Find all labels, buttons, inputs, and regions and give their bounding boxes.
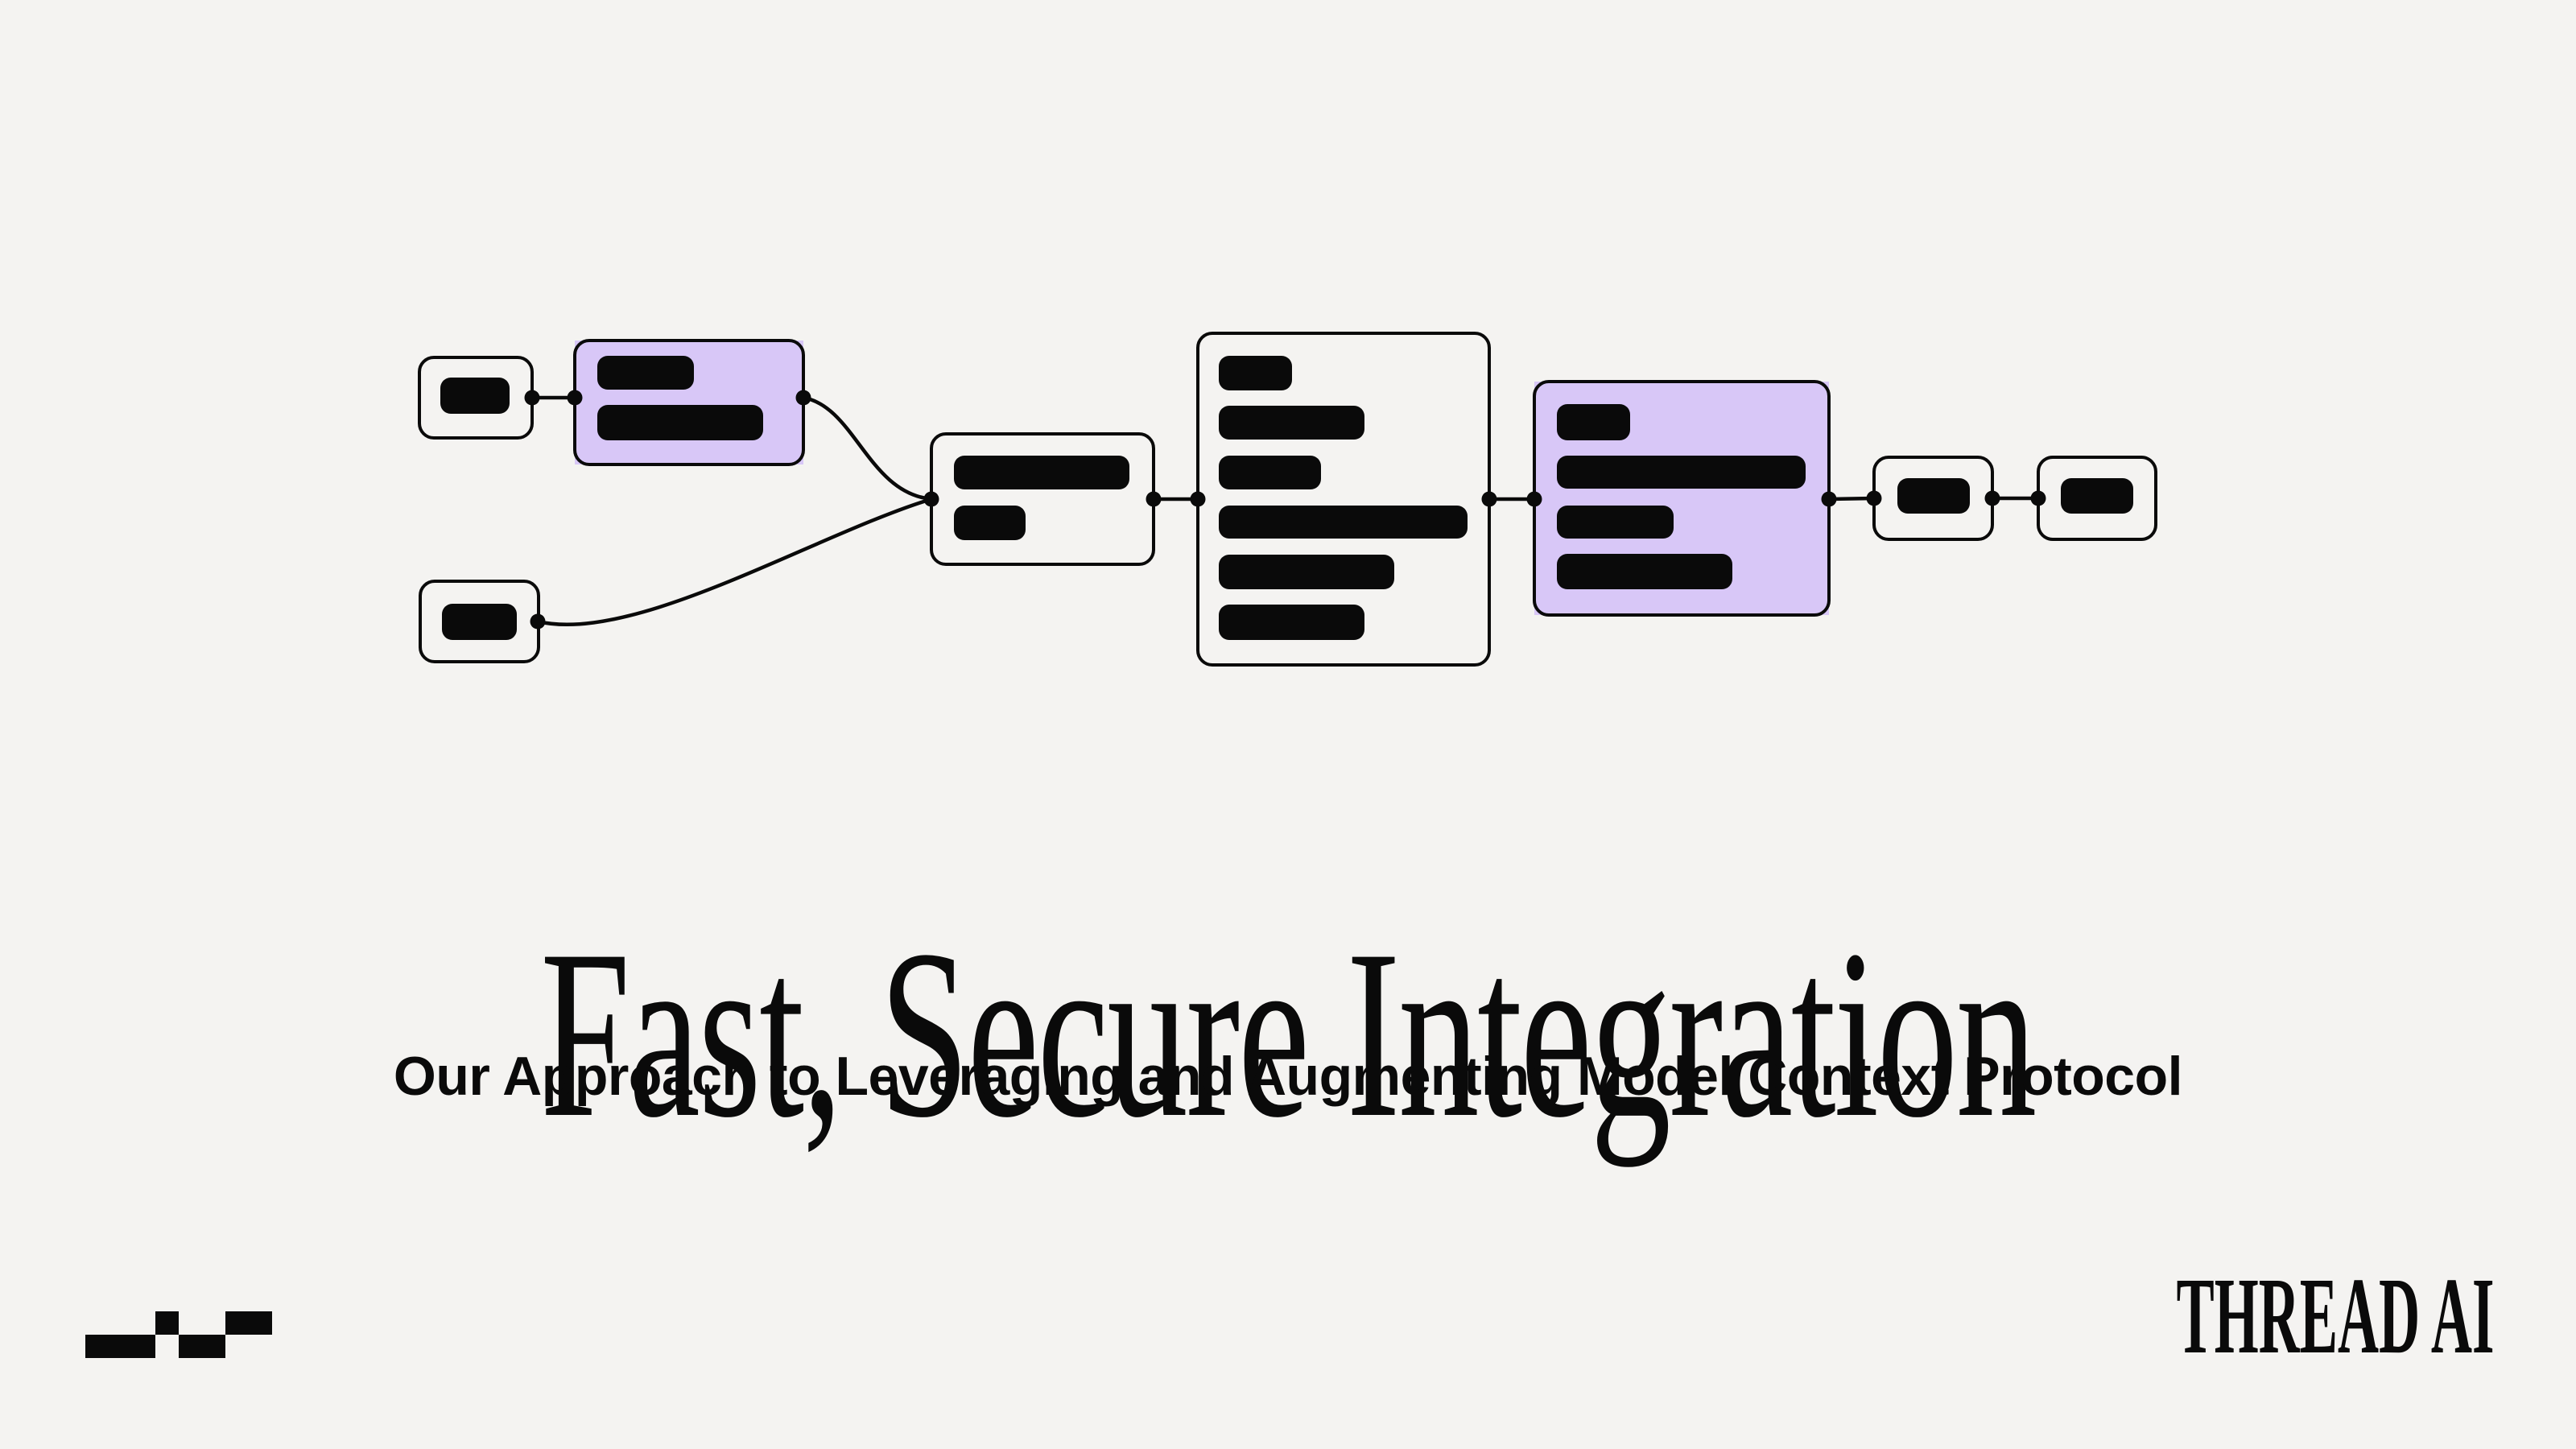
node-text-bar bbox=[1219, 506, 1468, 539]
flow-node-output-h bbox=[2037, 456, 2157, 541]
node-text-bar bbox=[1219, 456, 1321, 489]
flow-edge bbox=[537, 497, 932, 627]
flow-connector-dot bbox=[1146, 491, 1162, 507]
node-text-bar bbox=[597, 405, 763, 440]
node-border bbox=[930, 432, 1155, 566]
flow-node-input-c bbox=[419, 580, 540, 663]
flow-connector-dot bbox=[1984, 490, 2000, 506]
node-text-bar bbox=[1219, 555, 1394, 589]
flow-connector-dot bbox=[567, 390, 583, 406]
flow-connector-dot bbox=[1526, 491, 1542, 507]
node-text-bar bbox=[1557, 506, 1674, 539]
flow-connector-dot bbox=[2030, 490, 2046, 506]
node-text-bar bbox=[442, 604, 517, 640]
flow-connector-dot bbox=[1190, 491, 1206, 507]
flow-connector-dot bbox=[524, 390, 540, 406]
brand-wordmark-text: THREAD AI bbox=[2176, 1256, 2494, 1377]
page-title-text: Fast, Secure Integration bbox=[540, 900, 2037, 1167]
node-text-bar bbox=[1557, 554, 1732, 589]
flow-connector-dot bbox=[1821, 491, 1837, 507]
node-text-bar bbox=[1557, 404, 1630, 440]
pixel-logo-cell bbox=[85, 1335, 155, 1358]
node-text-bar bbox=[1897, 478, 1970, 514]
flow-node-step-d bbox=[930, 432, 1155, 566]
flow-connector-dot bbox=[923, 491, 939, 507]
node-text-bar bbox=[597, 356, 694, 390]
pixel-logo-cell bbox=[179, 1335, 225, 1358]
page-subtitle: Our Approach to Leveraging and Augmentin… bbox=[393, 1046, 2183, 1107]
node-text-bar bbox=[954, 506, 1026, 540]
node-text-bar bbox=[1219, 605, 1364, 640]
flow-connector-dot bbox=[1866, 490, 1882, 506]
node-text-bar bbox=[1219, 406, 1364, 440]
flow-node-step-e bbox=[1196, 332, 1491, 667]
flow-connector-dot bbox=[530, 613, 546, 630]
node-text-bar bbox=[440, 378, 510, 414]
pixel-logo-cell bbox=[155, 1311, 179, 1335]
flow-edge bbox=[803, 395, 932, 502]
flow-connector-dot bbox=[795, 390, 811, 406]
flow-node-step-b bbox=[573, 339, 805, 466]
node-text-bar bbox=[1557, 456, 1806, 489]
node-text-bar bbox=[954, 456, 1129, 489]
flow-node-input-a bbox=[418, 356, 534, 440]
page-title: Fast, Secure Integration bbox=[0, 913, 2576, 1170]
flow-node-step-g bbox=[1872, 456, 1994, 541]
flow-connector-dot bbox=[1481, 491, 1497, 507]
pixel-logo-cell bbox=[225, 1311, 272, 1335]
node-text-bar bbox=[2061, 478, 2133, 514]
node-text-bar bbox=[1219, 356, 1292, 390]
brand-wordmark: THREAD AI bbox=[1883, 1256, 2494, 1377]
flow-node-step-f bbox=[1533, 380, 1831, 617]
